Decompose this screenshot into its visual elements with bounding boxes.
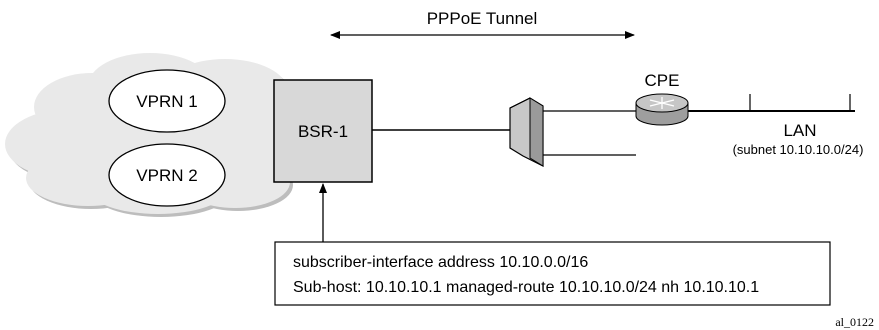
lan-label: LAN	[783, 121, 816, 140]
config-box: subscriber-interface address 10.10.0.0/1…	[274, 241, 831, 306]
config-line-1: subscriber-interface address 10.10.0.0/1…	[293, 254, 588, 271]
pppoe-tunnel: PPPoE Tunnel	[330, 9, 635, 39]
lan-segment: LAN (subnet 10.10.10.0/24)	[688, 94, 863, 157]
vprn-1: VPRN 1	[108, 69, 226, 133]
access-switch-icon	[509, 97, 544, 167]
lan-subnet: (subnet 10.10.10.0/24)	[733, 142, 864, 157]
vprn-2-label: VPRN 2	[136, 166, 197, 185]
cpe-label: CPE	[645, 71, 680, 90]
vprn-1-label: VPRN 1	[136, 92, 197, 111]
config-line-2: Sub-host: 10.10.10.1 managed-route 10.10…	[293, 279, 759, 296]
cpe-router-icon: CPE	[635, 71, 689, 126]
vprn-2: VPRN 2	[108, 143, 226, 207]
bsr-label: BSR-1	[298, 122, 348, 141]
bsr-router: BSR-1	[273, 79, 373, 183]
figure-id: al_0122	[835, 315, 874, 329]
provider-cloud: VPRN 1 VPRN 2	[5, 53, 301, 217]
tunnel-label: PPPoE Tunnel	[427, 9, 538, 28]
